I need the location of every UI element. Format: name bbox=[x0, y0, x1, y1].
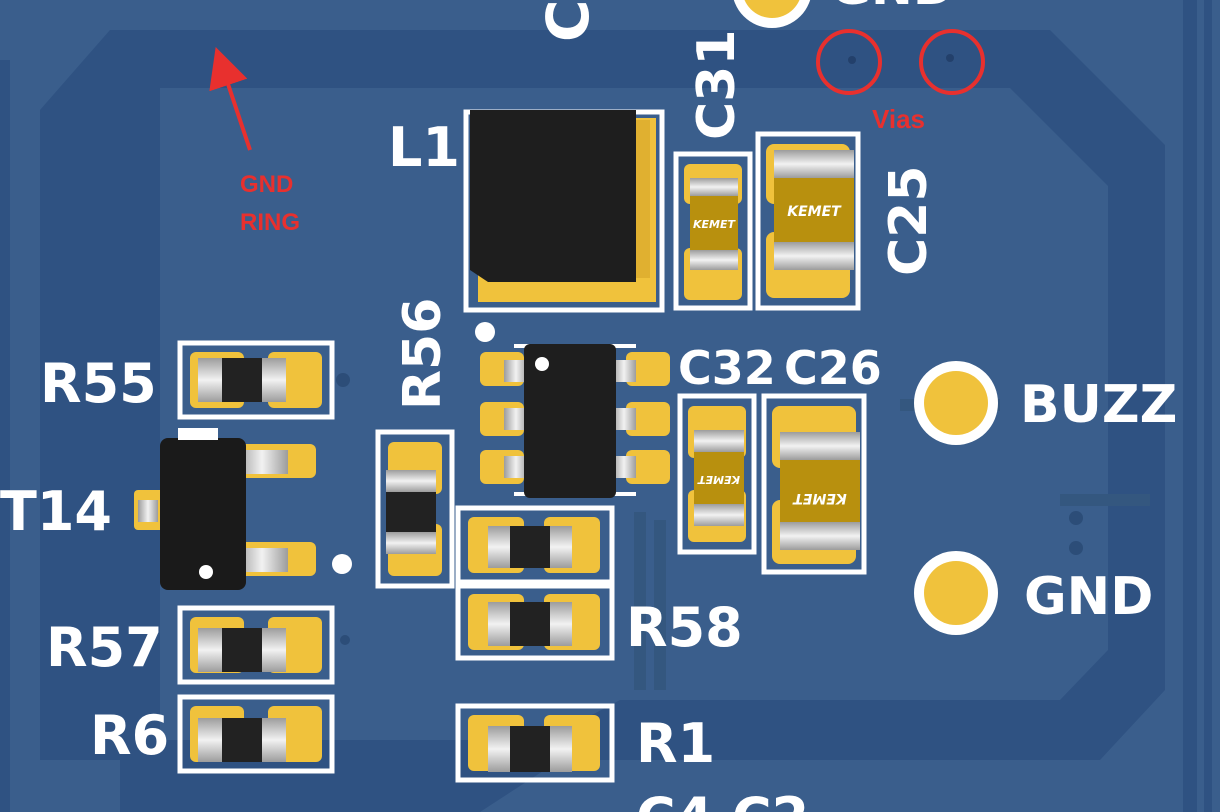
test-point-gnd[interactable]: GND bbox=[914, 551, 1153, 635]
resistor-r6: R6 bbox=[90, 694, 335, 774]
c25-marking: KEMET bbox=[787, 204, 842, 220]
gnd-ring-arrow bbox=[209, 47, 252, 151]
partial-designator-top-right: GND bbox=[830, 0, 954, 16]
inductor-l1: L1 bbox=[388, 109, 665, 342]
designator-r6: R6 bbox=[90, 704, 169, 767]
via-highlight-circle-right bbox=[919, 29, 985, 95]
partial-designator-top-mid-group: C bbox=[534, 0, 602, 42]
gnd-ring-annotation: GND RING bbox=[209, 47, 300, 236]
capacitor-c31: KEMET C31 bbox=[673, 29, 753, 311]
designator-c25: C25 bbox=[879, 165, 939, 276]
test-point-gnd-label: GND bbox=[1024, 567, 1153, 627]
designator-r58: R58 bbox=[626, 596, 743, 659]
ic-pin1-dot bbox=[535, 357, 549, 371]
partial-designator-bottom-left: C4 bbox=[636, 786, 713, 812]
test-point-buzz-label: BUZZ bbox=[1020, 375, 1177, 435]
resistor-r58-upper bbox=[455, 505, 615, 585]
t14-pin-dot bbox=[199, 565, 213, 579]
gnd-ring-label-line2: RING bbox=[240, 209, 300, 236]
vias-label: Vias bbox=[872, 104, 925, 134]
designator-r56: R56 bbox=[393, 298, 453, 410]
designator-l1: L1 bbox=[388, 116, 460, 179]
resistor-r55: R55 bbox=[40, 340, 335, 420]
test-point-buzz[interactable]: BUZZ bbox=[914, 361, 1177, 445]
vias-annotation: Vias bbox=[816, 29, 985, 134]
gnd-ring-label-line1: GND bbox=[240, 171, 293, 198]
designator-c26: C26 bbox=[784, 341, 882, 395]
c32-marking: KEMET bbox=[697, 473, 740, 486]
capacitor-c32: C32 KEMET bbox=[677, 341, 776, 555]
designator-t14: T14 bbox=[0, 480, 112, 543]
designator-r57: R57 bbox=[46, 616, 163, 679]
resistor-r56: R56 bbox=[375, 298, 455, 589]
resistor-r1: R1 bbox=[455, 703, 715, 783]
designator-r1: R1 bbox=[636, 712, 715, 775]
designator-r55: R55 bbox=[40, 352, 157, 415]
c26-marking: KEMET bbox=[792, 490, 847, 506]
t14-orientation-dot bbox=[332, 554, 352, 574]
partial-designator-bottom-right: C2 bbox=[732, 786, 809, 812]
via-right bbox=[946, 54, 954, 62]
via-left bbox=[848, 56, 856, 64]
transistor-t14: T14 bbox=[0, 428, 352, 590]
pin1-marker-u bbox=[475, 322, 495, 342]
capacitor-c26: C26 KEMET bbox=[761, 341, 882, 575]
ic-sot23-6 bbox=[480, 344, 670, 498]
via-highlight-circle-left bbox=[816, 29, 882, 95]
capacitor-c25: KEMET C25 bbox=[755, 131, 939, 311]
resistor-r57: R57 bbox=[46, 605, 335, 685]
designator-c32: C32 bbox=[678, 341, 776, 395]
c31-marking: KEMET bbox=[693, 218, 736, 231]
partial-designator-top-mid: C bbox=[534, 0, 602, 42]
stitching-vias bbox=[336, 373, 1083, 645]
resistor-r58: R58 bbox=[455, 583, 743, 661]
test-point-top-partial bbox=[733, 0, 811, 28]
designator-c31: C31 bbox=[687, 29, 747, 140]
